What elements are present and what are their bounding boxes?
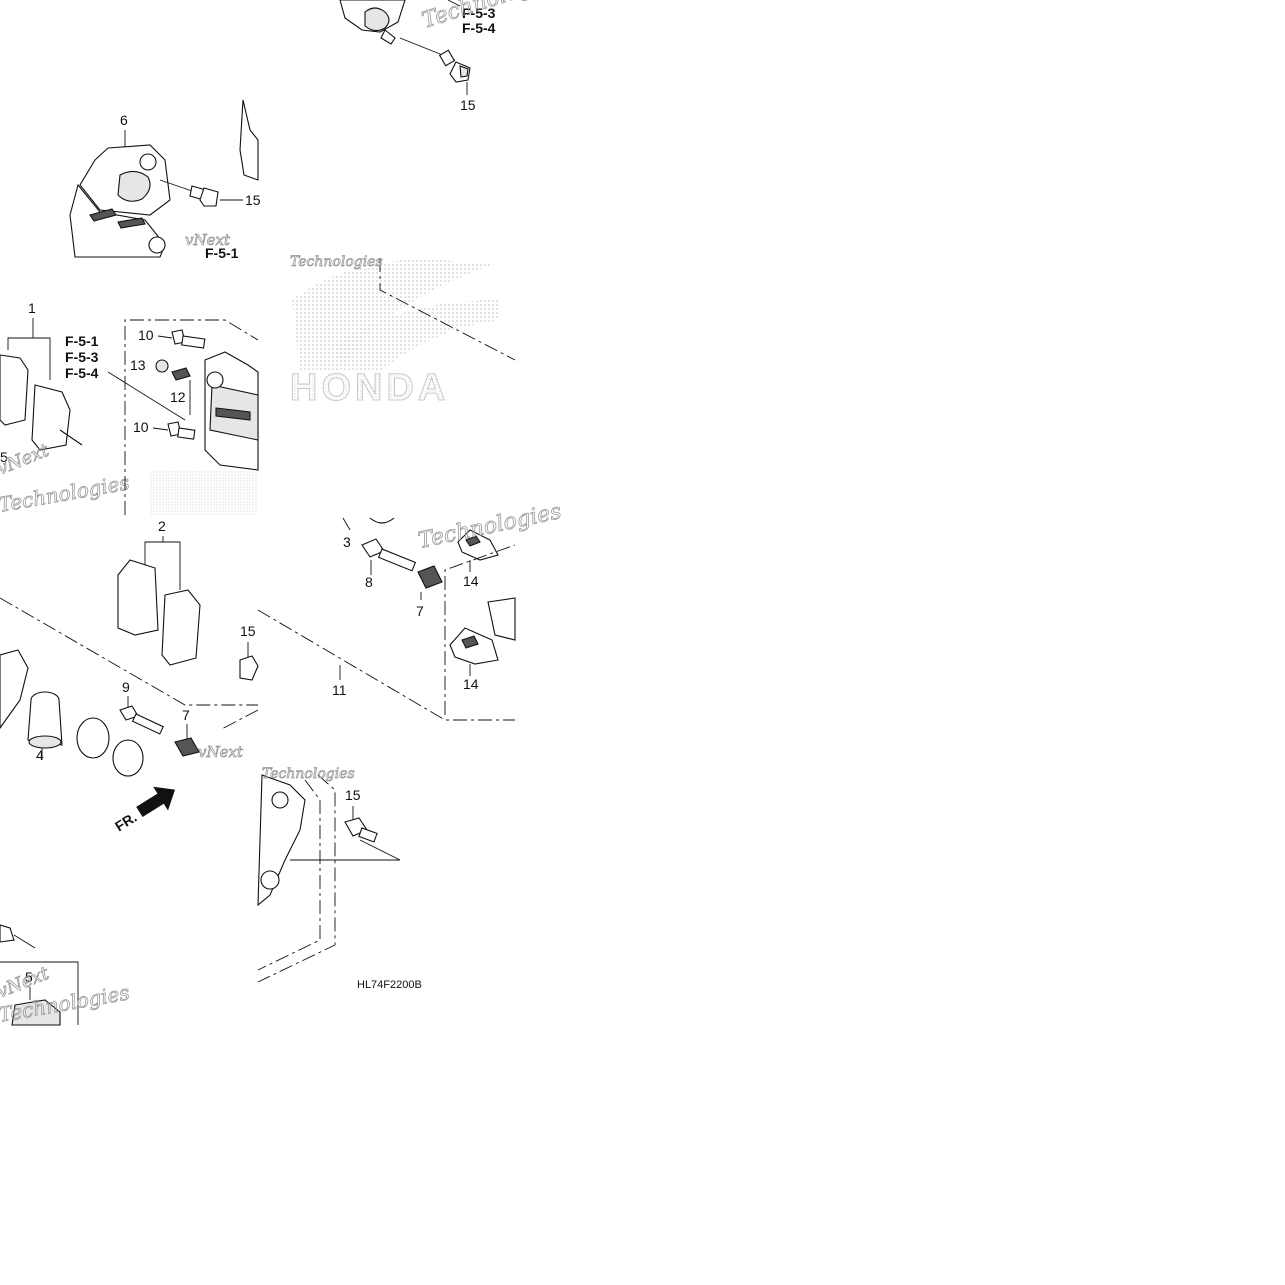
callout-15-c: 15 <box>240 623 256 639</box>
tile-caliper-bracket: 15 HL74F2200B Technologies <box>257 766 422 991</box>
ref-f-5-4-top: F-5-4 <box>462 20 496 36</box>
ref-f-5-4-left: F-5-4 <box>65 365 99 381</box>
tile-front-indicator: FR. 5 vNext Technologies <box>0 786 176 1027</box>
tile-brake-pads: 1 F-5-1 F-5-3 F-5-4 5 vNext Technologies… <box>0 300 259 517</box>
bolt-icon <box>171 329 206 349</box>
bolt-icon <box>189 185 219 207</box>
callout-10-b: 10 <box>133 419 149 435</box>
pad-spring-icon <box>457 529 499 561</box>
watermark-text: vNext <box>198 743 244 761</box>
callout-1: 1 <box>28 300 36 316</box>
callout-7-a: 7 <box>182 707 190 723</box>
callout-15-top: 15 <box>460 97 476 113</box>
callout-8: 8 <box>365 574 373 590</box>
ref-f-5-3-top: F-5-3 <box>462 5 496 21</box>
callout-15-mid: 15 <box>245 192 261 208</box>
callout-6: 6 <box>120 112 128 128</box>
drawing-code: HL74F2200B <box>357 979 422 991</box>
ref-f-5-1-left: F-5-1 <box>65 333 99 349</box>
watermark-text: Technologies <box>290 254 383 270</box>
honda-logo-text: HONDA <box>290 367 449 409</box>
callout-2: 2 <box>158 518 166 534</box>
tile-slide-pins: 3 8 7 14 14 11 Technologies <box>257 499 564 721</box>
callout-11: 11 <box>332 682 347 698</box>
guide-pin-icon <box>361 538 417 572</box>
bolt-icon <box>344 817 378 843</box>
callout-14-a: 14 <box>463 573 479 589</box>
callout-12: 12 <box>170 389 186 405</box>
piston-icon <box>27 691 63 749</box>
watermark-text: Technologies <box>0 470 131 517</box>
callout-15-d: 15 <box>345 787 361 803</box>
watermark-text: vNext <box>0 440 53 480</box>
front-arrow-label: FR. <box>112 809 140 835</box>
callout-14-b: 14 <box>463 676 479 692</box>
callout-5-bottom: 5 <box>25 969 33 985</box>
tile-top-caliper: 15 F-5-3 F-5-4 Technologies <box>339 0 566 113</box>
bolt-icon <box>438 49 471 83</box>
ref-f-5-3-left: F-5-3 <box>65 349 99 365</box>
callout-4: 4 <box>36 747 44 763</box>
callout-5-left: 5 <box>0 449 8 465</box>
front-arrow-icon: FR. <box>112 786 176 835</box>
ref-f-5-1-mid: F-5-1 <box>205 245 239 261</box>
pad-spring-icon <box>449 627 499 665</box>
watermark-text: vNext <box>185 231 231 249</box>
callout-7-b: 7 <box>416 603 424 619</box>
bolt-icon <box>167 421 196 440</box>
honda-logo: HONDA Technologies <box>290 254 516 410</box>
callout-10-a: 10 <box>138 327 154 343</box>
callout-13: 13 <box>130 357 146 373</box>
tile-caliper-assembly: 6 15 F-5-1 vNext <box>69 99 261 261</box>
guide-pin-icon <box>119 705 164 735</box>
tile-piston-seals: 2 4 9 7 15 vNext <box>0 518 259 777</box>
callout-9: 9 <box>122 679 130 695</box>
callout-3: 3 <box>343 534 351 550</box>
watermark-text: Technologies <box>262 766 355 782</box>
